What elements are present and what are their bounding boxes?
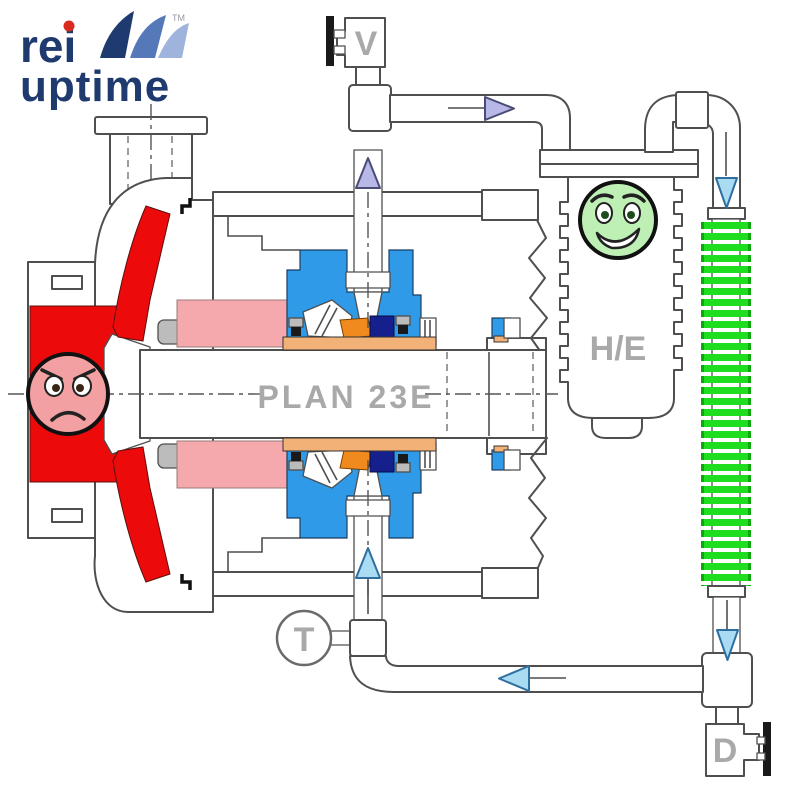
liquid-down-arrow xyxy=(715,177,738,209)
logo-i-dot xyxy=(63,20,75,32)
logo-tm: TM xyxy=(172,13,185,23)
vapor-right-arrow xyxy=(484,96,515,121)
vapor-up-arrow xyxy=(355,157,381,189)
he-top-flange xyxy=(539,149,699,165)
ti-stub xyxy=(330,630,353,646)
seal-ring xyxy=(369,315,395,339)
flow-arrows xyxy=(355,96,739,692)
casing-top-band xyxy=(212,191,483,217)
pipe-union xyxy=(675,91,709,129)
drain-valve-handle xyxy=(763,722,771,776)
happy-face-icon xyxy=(578,180,658,260)
vent-valve-handle xyxy=(326,16,334,66)
logo-sails-icon xyxy=(100,11,189,58)
logo-word2: uptime xyxy=(20,62,170,111)
vent-valve-label: V xyxy=(355,25,378,63)
casing-right-block xyxy=(481,189,539,221)
seal-chamber-fluid xyxy=(176,299,288,348)
impeller-vane xyxy=(112,205,171,342)
angry-face-icon xyxy=(26,352,110,436)
liquid-left-arrow xyxy=(498,665,530,692)
pipe-joint xyxy=(349,619,387,657)
impeller-hub xyxy=(103,333,151,455)
seal-assembly-top xyxy=(112,149,539,351)
liquid-up-arrow xyxy=(355,547,381,579)
logo: rei uptime TM xyxy=(20,11,189,111)
drain-valve-label: D xyxy=(713,732,738,770)
temperature-indicator-label: T xyxy=(294,621,315,659)
drain-valve xyxy=(705,706,771,777)
finned-cooler-pipe xyxy=(701,207,751,656)
shaft-sleeve xyxy=(282,336,437,351)
heat-exchanger: H/E xyxy=(539,149,699,439)
vent-valve xyxy=(326,16,392,132)
temperature-indicator xyxy=(275,609,333,667)
vent-tee xyxy=(348,84,392,132)
he-label: H/E xyxy=(590,330,647,368)
plan-label: PLAN 23E xyxy=(258,379,435,415)
liquid-down-arrow-2 xyxy=(716,629,739,661)
seal-face xyxy=(339,317,373,339)
vapor-pipe-to-cooler xyxy=(389,94,571,152)
drain-tee xyxy=(701,652,753,708)
